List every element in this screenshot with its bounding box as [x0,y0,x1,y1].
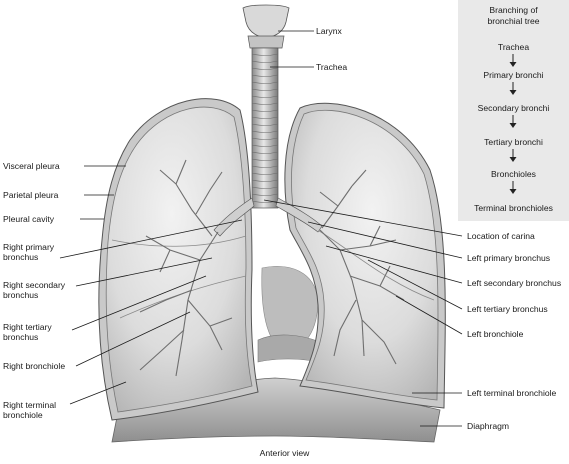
down-arrow-icon [509,54,517,67]
branching-step-primary-bronchi: Primary bronchi [483,70,544,80]
tracheal-ring [251,81,279,84]
tracheal-ring [251,116,279,119]
tracheal-ring [251,186,279,189]
tracheal-ring [251,60,279,63]
label-larynx: Larynx [316,26,342,36]
tracheal-ring [251,109,279,112]
tracheal-ring [251,193,279,196]
left-primary-bronchus-shape [275,197,323,233]
leader-right-tertiary-bronchus [71,275,207,331]
down-arrow-icon [509,149,517,162]
right-lung [105,106,253,413]
heart-shape [261,266,319,353]
right-primary-bronchus-shape [213,197,255,237]
down-arrow-icon [509,115,517,128]
label-parietal-pleura: Parietal pleura [3,190,59,200]
tracheal-ring [251,102,279,105]
label-left-bronchiole: Left bronchiole [467,329,524,339]
larynx-shape [242,4,290,39]
label-trachea: Trachea [316,62,348,72]
tracheal-ring [251,67,279,70]
down-arrow-icon [509,82,517,95]
leader-right-bronchiole [75,311,191,367]
tracheal-ring [251,130,279,133]
branching-step-bronchioles: Bronchioles [491,169,536,179]
tracheal-ring [251,172,279,175]
tracheal-ring [251,151,279,154]
tracheal-ring [251,74,279,77]
tracheal-ring [251,165,279,168]
branching-step-secondary-bronchi: Secondary bronchi [477,103,550,113]
tracheal-ring [251,88,279,91]
label-pleural-cavity: Pleural cavity [3,214,55,224]
leader-left-bronchiole [395,295,463,335]
branching-step-trachea: Trachea [497,42,530,52]
leader-left-tertiary-bronchus [367,259,463,310]
branching-step-terminal-bronchioles: Terminal bronchioles [474,203,553,213]
label-left-secondary-bronchus: Left secondary bronchus [467,278,562,288]
leader-right-primary-bronchus [59,219,243,259]
tracheal-ring [251,95,279,98]
leader-location-of-carina [263,199,463,237]
label-left-primary-bronchus: Left primary bronchus [467,253,551,263]
tracheal-ring [251,137,279,140]
figure-caption: Anterior view [259,448,310,458]
tracheal-ring [251,200,279,203]
tracheal-ring [251,123,279,126]
tracheal-ring [251,144,279,147]
tracheal-ring [251,158,279,161]
leader-left-primary-bronchus [307,221,463,259]
label-diaphragm: Diaphragm [467,421,510,431]
trachea-shape [251,47,279,209]
leader-right-secondary-bronchus [75,257,213,287]
branching-step-tertiary-bronchi: Tertiary bronchi [484,137,543,147]
label-location-of-carina: Location of carina [467,231,535,241]
label-left-terminal-bronchiole: Left terminal bronchiole [467,388,557,398]
leader-right-terminal-bronchiole [69,381,127,405]
left-lung [291,109,439,401]
label-right-bronchiole: Right bronchiole [3,361,66,371]
label-left-tertiary-bronchus: Left tertiary bronchus [467,304,548,314]
tracheal-ring [251,179,279,182]
tracheal-ring [251,53,279,56]
label-visceral-pleura: Visceral pleura [3,161,60,171]
leader-left-secondary-bronchus [325,245,463,284]
down-arrow-icon [509,181,517,194]
